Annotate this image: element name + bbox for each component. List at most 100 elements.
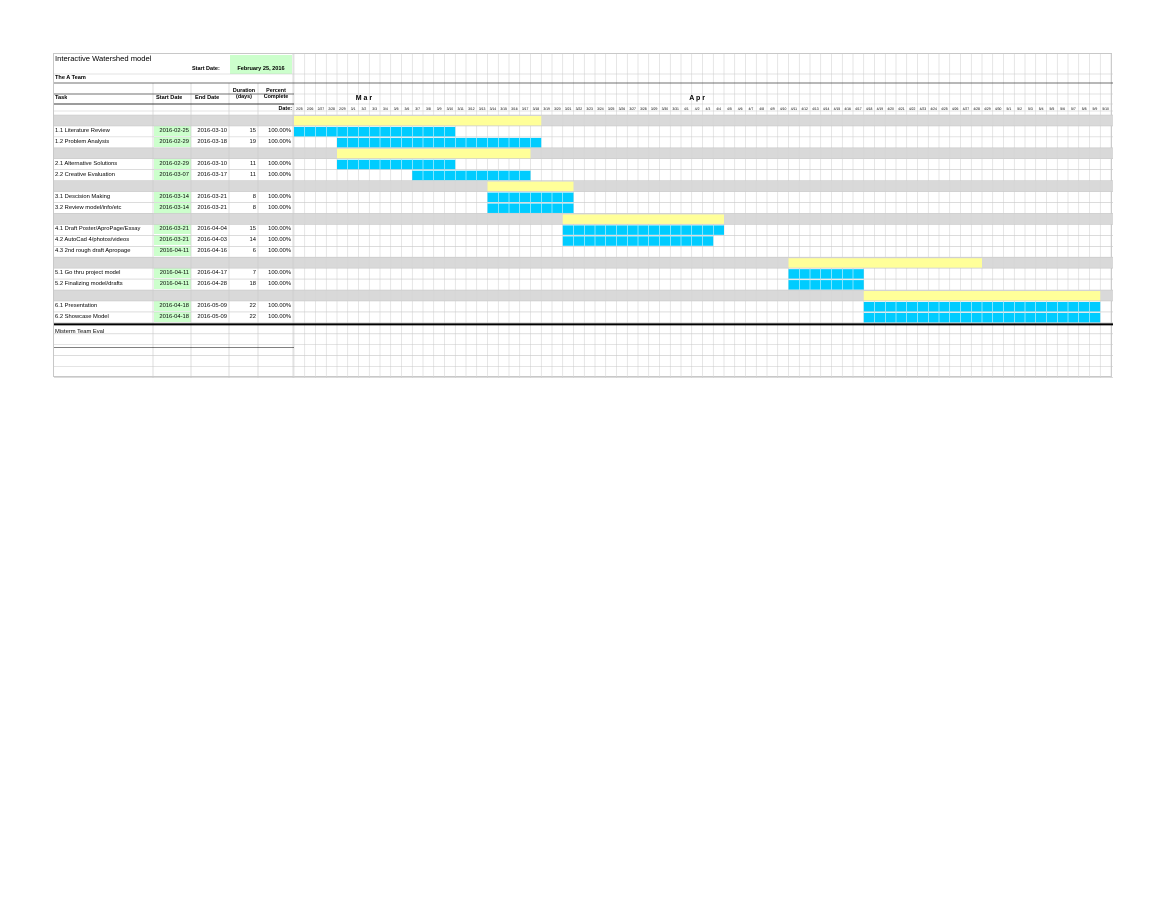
task-percent: 100.00% bbox=[268, 281, 291, 288]
date-tick-label: 4/28 bbox=[973, 107, 980, 111]
date-tick-label: 3/5 bbox=[394, 107, 399, 111]
date-tick-label: 4/1 bbox=[684, 107, 689, 111]
task-name: 4.2 AutoCad 4/photos/videos bbox=[55, 237, 130, 244]
date-tick-label: 3/9 bbox=[437, 107, 442, 111]
task-start-date: 2016-02-29 bbox=[154, 136, 191, 147]
date-tick-label: 4/24 bbox=[930, 107, 937, 111]
task-end-date: 2016-04-28 bbox=[197, 281, 227, 288]
summary-row-shade bbox=[54, 115, 1113, 126]
task-start-date: 2016-02-25 bbox=[154, 125, 191, 136]
task-percent: 100.00% bbox=[268, 127, 291, 134]
task-end-date: 2016-03-18 bbox=[197, 138, 227, 145]
date-tick-label: 5/10 bbox=[1102, 107, 1109, 111]
date-tick-label: 4/23 bbox=[920, 107, 927, 111]
summary-bar bbox=[337, 148, 531, 159]
date-tick-label: 3/23 bbox=[586, 107, 593, 111]
task-percent: 100.00% bbox=[268, 248, 291, 255]
task-duration: 8 bbox=[252, 193, 256, 200]
gantt-sheet: Interactive Watershed model The A Team S… bbox=[53, 53, 1113, 378]
task-start-date: 2016-02-29 bbox=[154, 158, 191, 169]
date-tick-label: 3/16 bbox=[511, 107, 518, 111]
task-percent: 100.00% bbox=[268, 270, 291, 277]
task-bar bbox=[294, 126, 456, 137]
tasks-end-separator bbox=[54, 323, 1113, 326]
task-duration: 19 bbox=[249, 138, 256, 145]
date-tick-label: 4/26 bbox=[952, 107, 959, 111]
date-tick-label: 4/6 bbox=[738, 107, 743, 111]
task-percent: 100.00% bbox=[268, 193, 291, 200]
date-tick-label: 3/13 bbox=[479, 107, 486, 111]
percent-header: Percent Complete bbox=[263, 88, 289, 100]
task-header: Task bbox=[55, 95, 68, 101]
task-start-date: 2016-04-11 bbox=[154, 246, 191, 257]
task-end-date: 2016-03-10 bbox=[197, 160, 227, 167]
date-tick-label: 3/22 bbox=[576, 107, 583, 111]
summary-row-shade bbox=[54, 180, 1113, 192]
summary-bar bbox=[562, 214, 724, 224]
task-name: 3.1 Descision Making bbox=[55, 193, 111, 200]
task-duration: 22 bbox=[249, 313, 256, 320]
task-percent: 100.00% bbox=[268, 302, 291, 309]
task-end-date: 2016-04-04 bbox=[197, 226, 227, 233]
task-bar bbox=[788, 280, 864, 290]
date-tick-label: 4/10 bbox=[780, 107, 787, 111]
task-end-date: 2016-04-17 bbox=[197, 270, 227, 277]
task-percent: 100.00% bbox=[268, 138, 291, 145]
month-label: M a r bbox=[356, 95, 373, 102]
date-tick-label: 3/19 bbox=[543, 107, 550, 111]
task-start-date: 2016-04-11 bbox=[154, 279, 191, 290]
task-end-date: 2016-03-21 bbox=[197, 204, 227, 211]
date-tick-label: 4/30 bbox=[995, 107, 1002, 111]
start-date-value[interactable]: February 25, 2016 bbox=[230, 55, 292, 74]
date-tick-label: 3/29 bbox=[651, 107, 658, 111]
date-tick-label: 4/21 bbox=[898, 107, 905, 111]
date-tick-label: 4/18 bbox=[866, 107, 873, 111]
date-tick-label: 3/10 bbox=[447, 107, 454, 111]
date-tick-label: 3/4 bbox=[383, 107, 388, 111]
task-name: 5.2 Finalizing model/drafts bbox=[55, 281, 123, 288]
date-tick-label: 4/4 bbox=[716, 107, 721, 111]
task-duration: 11 bbox=[249, 171, 256, 178]
task-percent: 100.00% bbox=[268, 171, 291, 178]
date-tick-label: 5/9 bbox=[1093, 107, 1098, 111]
end-date-header: End Date bbox=[195, 95, 220, 101]
date-tick-label: 4/22 bbox=[909, 107, 916, 111]
date-tick-label: 3/7 bbox=[415, 107, 420, 111]
date-tick-label: 4/16 bbox=[844, 107, 851, 111]
date-tick-label: 3/11 bbox=[457, 107, 463, 111]
date-tick-label: 3/6 bbox=[405, 107, 410, 111]
task-start-date: 2016-04-18 bbox=[154, 300, 191, 311]
date-tick-label: 3/26 bbox=[619, 107, 626, 111]
date-tick-label: 4/17 bbox=[855, 107, 862, 111]
task-percent: 100.00% bbox=[268, 237, 291, 244]
task-duration: 11 bbox=[249, 160, 256, 167]
date-tick-label: 4/12 bbox=[801, 107, 808, 111]
task-duration: 8 bbox=[252, 204, 256, 211]
task-duration: 22 bbox=[249, 302, 256, 309]
date-tick-label: 2/29 bbox=[339, 107, 346, 111]
task-end-date: 2016-04-03 bbox=[197, 237, 227, 244]
date-tick-label: 4/15 bbox=[834, 107, 841, 111]
task-bar bbox=[337, 137, 542, 148]
date-tick-label: 4/9 bbox=[770, 107, 775, 111]
date-tick-label: 4/14 bbox=[823, 107, 830, 111]
task-name: 2.1 Alternative Solutions bbox=[55, 160, 118, 167]
date-tick-label: 3/27 bbox=[629, 107, 636, 111]
task-name: 3.2 Review model/info/etc bbox=[55, 204, 122, 211]
date-tick-label: 3/25 bbox=[608, 107, 615, 111]
date-tick-label: 3/31 bbox=[672, 107, 679, 111]
date-tick-label: 4/3 bbox=[706, 107, 711, 111]
date-tick-label: 4/19 bbox=[877, 107, 884, 111]
date-tick-label: 4/29 bbox=[984, 107, 991, 111]
task-percent: 100.00% bbox=[268, 204, 291, 211]
date-tick-label: 3/30 bbox=[662, 107, 669, 111]
date-tick-label: 4/11 bbox=[791, 107, 797, 111]
task-start-date: 2016-03-14 bbox=[154, 191, 191, 202]
task-start-date: 2016-03-07 bbox=[154, 169, 191, 180]
task-bar bbox=[562, 225, 724, 235]
project-title: Interactive Watershed model bbox=[55, 55, 152, 63]
task-name: 6.2 Showcase Model bbox=[55, 313, 109, 320]
task-start-date: 2016-03-14 bbox=[154, 202, 191, 213]
date-tick-label: 5/5 bbox=[1050, 107, 1055, 111]
date-tick-label: 4/25 bbox=[941, 107, 948, 111]
